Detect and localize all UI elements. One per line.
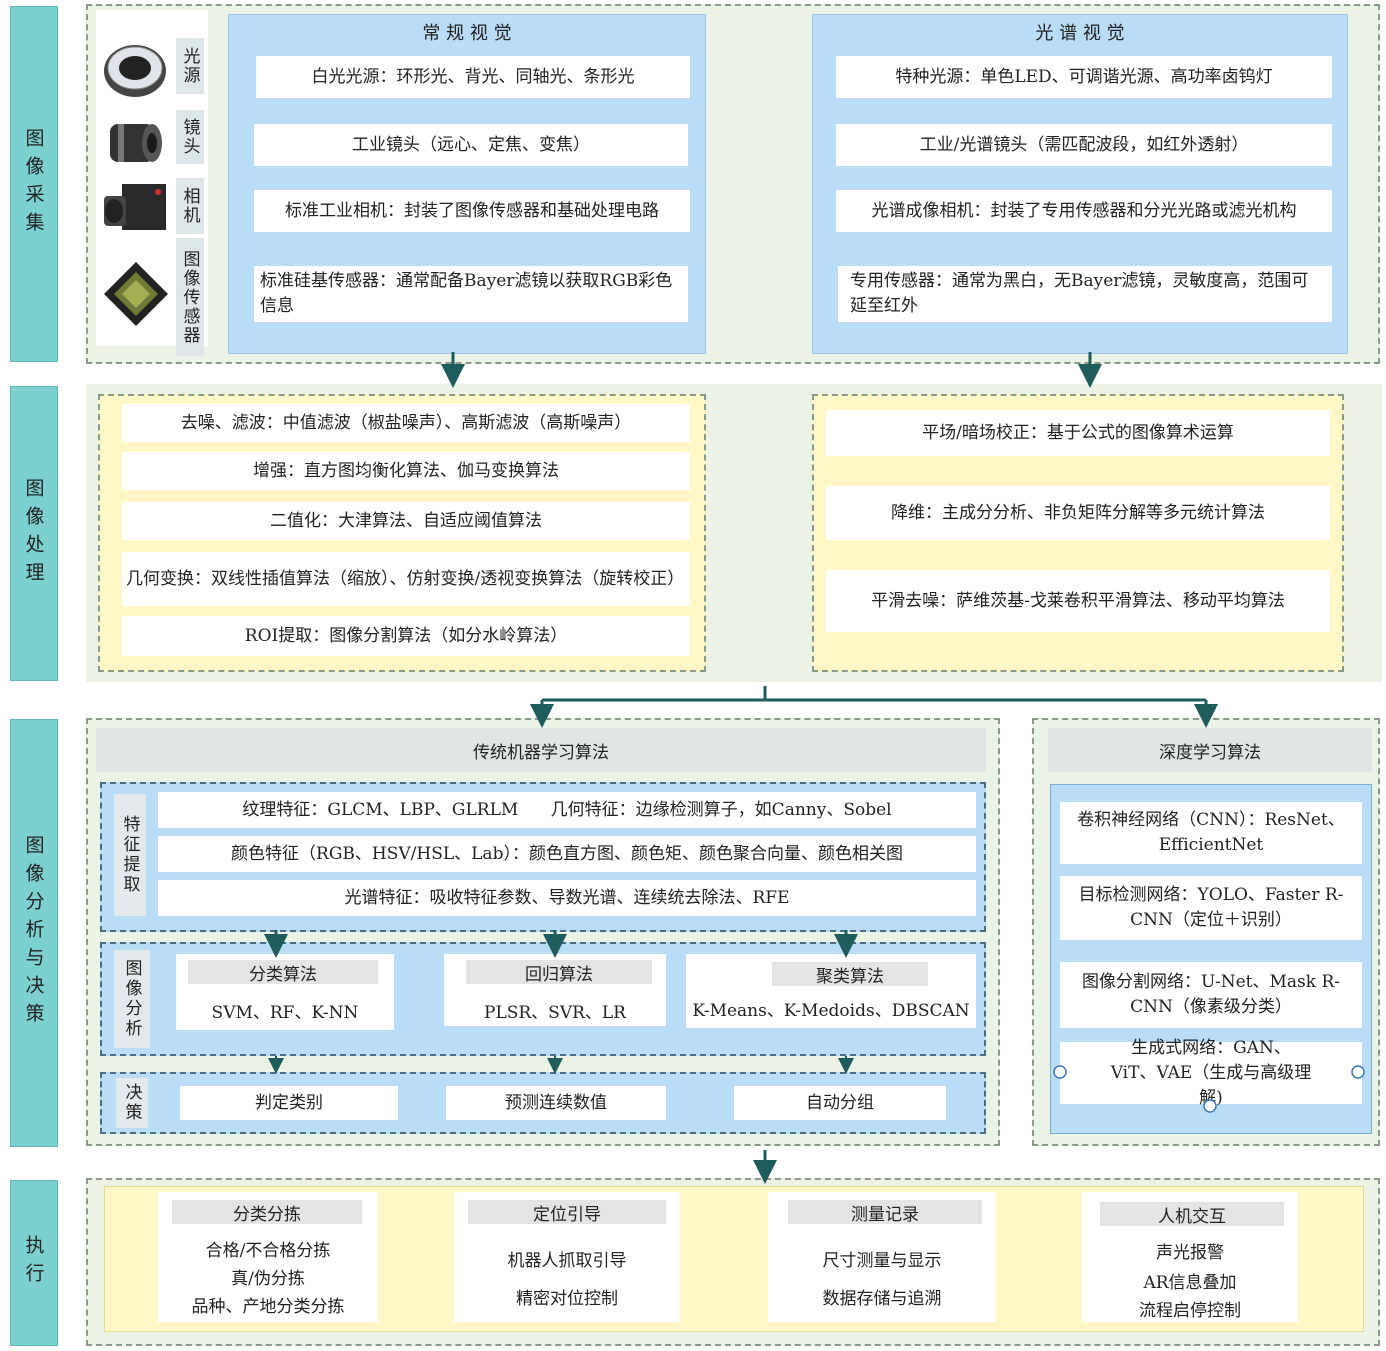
camera-icon — [104, 184, 166, 230]
spec-item-sensor: 专用传感器：通常为黑白，无Bayer滤镜，灵敏度高，范围可延至红外 — [838, 266, 1332, 322]
exec-guidance-line-1: 机器人抓取引导 — [507, 1251, 627, 1271]
stage-processing: 图像处理 — [10, 386, 58, 681]
algo-classification-title: 分类算法 — [188, 960, 378, 985]
proc-left-binarize: 二值化：大津算法、自适应阈值算法 — [122, 502, 690, 540]
algo-clustering-body: K-Means、K-Medoids、DBSCAN — [692, 1001, 970, 1021]
feature-texture-geometry: 纹理特征：GLCM、LBP、GLRLM 几何特征：边缘检测算子，如Canny、S… — [158, 792, 976, 828]
conv-item-light: 白光光源：环形光、背光、同轴光、条形光 — [256, 56, 690, 98]
spec-item-camera: 光谱成像相机：封装了专用传感器和分光光路或滤光机构 — [836, 190, 1332, 232]
deep-item-cnn: 卷积神经网络（CNN）：ResNet、EfficientNet — [1060, 802, 1362, 864]
component-label-sensor: 图像传感器 — [176, 238, 204, 356]
feature-extraction-tag: 特征提取 — [114, 794, 146, 916]
stage-analysis: 图像分析与决策 — [10, 719, 58, 1147]
exec-hmi-line-3: 流程启停控制 — [1139, 1301, 1241, 1321]
spec-item-light: 特种光源：单色LED、可调谐光源、高功率卤钨灯 — [836, 56, 1332, 98]
algo-classification-body: SVM、RF、K-NN — [211, 1003, 359, 1023]
algo-card-clustering: 聚类算法 K-Means、K-Medoids、DBSCAN — [686, 954, 976, 1028]
deep-item-generative: 生成式网络：GAN、ViT、VAE（生成与高级理解) — [1060, 1038, 1362, 1108]
deep-learning-title: 深度学习算法 — [1048, 728, 1372, 772]
stage-analysis-label: 图像分析与决策 — [22, 835, 45, 1031]
image-sensor-icon — [104, 262, 168, 326]
stage-execution: 执行 — [10, 1180, 58, 1346]
selection-handles-icon — [1053, 1065, 1365, 1113]
image-analysis-tag: 图像分析 — [114, 950, 150, 1048]
decision-classify: 判定类别 — [180, 1086, 398, 1120]
traditional-ml-title: 传统机器学习算法 — [96, 728, 986, 772]
component-label-camera: 相机 — [176, 178, 204, 234]
component-column: 光源 镜头 相机 图像传感器 — [96, 10, 208, 356]
spectral-vision-title: 光 谱 视 觉 — [1035, 23, 1125, 44]
proc-left-geometry: 几何变换：双线性插值算法（缩放）、仿射变换/透视变换算法（旋转校正） — [122, 552, 690, 606]
algo-regression-title: 回归算法 — [466, 960, 652, 985]
conv-item-camera: 标准工业相机：封装了图像传感器和基础处理电路 — [254, 190, 690, 232]
proc-right-dimreduce: 降维：主成分分析、非负矩阵分解等多元统计算法 — [826, 486, 1330, 540]
algo-clustering-title: 聚类算法 — [772, 962, 928, 987]
exec-hmi-line-1: 声光报警 — [1156, 1243, 1224, 1263]
ring-light-icon — [104, 45, 166, 97]
conv-item-sensor: 标准硅基传感器：通常配备Bayer滤镜以获取RGB彩色信息 — [254, 266, 688, 322]
exec-guidance-line-2: 精密对位控制 — [516, 1289, 618, 1309]
spec-item-lens: 工业/光谱镜头（需匹配波段，如红外透射） — [836, 124, 1332, 166]
algo-card-classification: 分类算法 SVM、RF、K-NN — [176, 954, 394, 1030]
exec-card-guidance: 定位引导 机器人抓取引导 精密对位控制 — [454, 1192, 680, 1322]
exec-hmi-title: 人机交互 — [1100, 1202, 1284, 1227]
component-label-light: 光源 — [176, 38, 204, 94]
proc-left-roi: ROI提取：图像分割算法（如分水岭算法） — [122, 616, 690, 656]
stage-acquisition: 图像采集 — [10, 6, 58, 362]
exec-measurement-title: 测量记录 — [788, 1200, 982, 1225]
decision-predict: 预测连续数值 — [446, 1086, 666, 1120]
deep-item-detection: 目标检测网络：YOLO、Faster R-CNN（定位＋识别） — [1060, 876, 1362, 940]
exec-sorting-title: 分类分拣 — [172, 1200, 362, 1225]
feature-color: 颜色特征（RGB、HSV/HSL、Lab）：颜色直方图、颜色矩、颜色聚合向量、颜… — [158, 836, 976, 872]
stage-execution-label: 执行 — [22, 1235, 45, 1291]
exec-card-measurement: 测量记录 尺寸测量与显示 数据存储与追溯 — [768, 1192, 996, 1322]
exec-measurement-line-1: 尺寸测量与显示 — [822, 1251, 942, 1271]
component-label-lens: 镜头 — [176, 110, 204, 164]
proc-right-flatfield: 平场/暗场校正：基于公式的图像算术运算 — [826, 410, 1330, 456]
exec-card-hmi: 人机交互 声光报警 AR信息叠加 流程启停控制 — [1082, 1192, 1298, 1322]
exec-sorting-line-1: 合格/不合格分拣 — [205, 1241, 331, 1261]
exec-card-sorting: 分类分拣 合格/不合格分拣 真/伪分拣 品种、产地分类分拣 — [158, 1192, 378, 1322]
decision-cluster: 自动分组 — [734, 1086, 946, 1120]
conv-item-lens: 工业镜头（远心、定焦、变焦） — [254, 124, 688, 166]
deep-item-segmentation: 图像分割网络：U-Net、Mask R-CNN（像素级分类） — [1060, 962, 1362, 1028]
exec-sorting-line-2: 真/伪分拣 — [231, 1269, 305, 1289]
proc-right-smoothing: 平滑去噪：萨维茨基-戈莱卷积平滑算法、移动平均算法 — [826, 570, 1330, 632]
algo-regression-body: PLSR、SVR、LR — [484, 1003, 626, 1023]
conventional-vision-title: 常 规 视 觉 — [422, 23, 512, 44]
exec-measurement-line-2: 数据存储与追溯 — [822, 1289, 942, 1309]
algo-card-regression: 回归算法 PLSR、SVR、LR — [444, 954, 666, 1026]
proc-left-enhance: 增强：直方图均衡化算法、伽马变换算法 — [122, 452, 690, 490]
lens-icon — [110, 124, 162, 162]
feature-spectral: 光谱特征：吸收特征参数、导数光谱、连续统去除法、RFE — [158, 880, 976, 916]
exec-sorting-line-3: 品种、产地分类分拣 — [191, 1297, 345, 1317]
exec-hmi-line-2: AR信息叠加 — [1143, 1273, 1237, 1293]
proc-left-denoise: 去噪、滤波：中值滤波（椒盐噪声）、高斯滤波（高斯噪声） — [122, 404, 690, 442]
decision-tag: 决策 — [116, 1078, 148, 1128]
stage-acquisition-label: 图像采集 — [22, 128, 45, 240]
exec-guidance-title: 定位引导 — [468, 1200, 666, 1225]
stage-processing-label: 图像处理 — [22, 477, 45, 590]
